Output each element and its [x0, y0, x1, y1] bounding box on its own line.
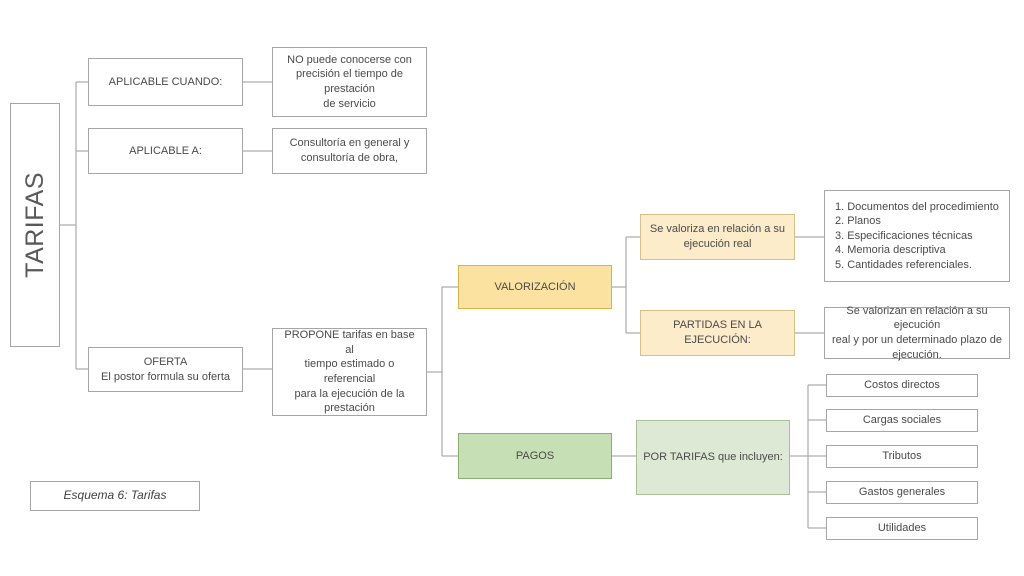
node-aplicable-a-detail[interactable]: Consultoría en general y consultoría de … [272, 128, 427, 174]
node-costos-directos[interactable]: Costos directos [826, 374, 978, 397]
node-cargas-sociales[interactable]: Cargas sociales [826, 409, 978, 432]
diagram-caption-text: Esquema 6: Tarifas [63, 488, 167, 503]
node-documentos-list-text: 1. Documentos del procedimiento 2. Plano… [835, 200, 999, 271]
node-pagos[interactable]: PAGOS [458, 433, 612, 479]
root-label: TARIFAS [20, 172, 49, 278]
node-partidas-ejecucion[interactable]: PARTIDAS EN LA EJECUCIÓN: [640, 310, 795, 356]
node-pagos-label: PAGOS [515, 449, 555, 462]
node-aplicable-a[interactable]: APLICABLE A: [88, 128, 243, 174]
node-valorizacion[interactable]: VALORIZACIÓN [458, 265, 612, 309]
node-aplicable-cuando[interactable]: APLICABLE CUANDO: [88, 58, 243, 106]
node-oferta-detail[interactable]: PROPONE tarifas en base al tiempo estima… [272, 328, 427, 416]
node-aplicable-a-detail-text: Consultoría en general y consultoría de … [289, 137, 410, 164]
node-tributos-label: Tributos [882, 450, 922, 463]
node-aplicable-a-label: APLICABLE A: [129, 144, 202, 157]
node-documentos-list[interactable]: 1. Documentos del procedimiento 2. Plano… [824, 190, 1010, 282]
node-gastos-generales[interactable]: Gastos generales [826, 481, 978, 504]
root-node-tarifas[interactable]: TARIFAS [10, 103, 60, 347]
node-aplicable-cuando-detail[interactable]: NO puede conocerse con precisión el tiem… [272, 47, 427, 117]
node-aplicable-cuando-label: APLICABLE CUANDO: [108, 75, 223, 88]
node-utilidades[interactable]: Utilidades [826, 517, 978, 540]
node-valorizacion-label: VALORIZACIÓN [494, 280, 576, 293]
node-cargas-sociales-label: Cargas sociales [862, 414, 942, 427]
node-oferta-detail-text: PROPONE tarifas en base al tiempo estima… [284, 329, 415, 415]
node-partidas-ejecucion-detail-text: Se valorizan en relación a su ejecución … [832, 304, 1002, 361]
node-gastos-generales-label: Gastos generales [858, 486, 946, 499]
node-tributos[interactable]: Tributos [826, 445, 978, 468]
node-aplicable-cuando-detail-text: NO puede conocerse con precisión el tiem… [287, 53, 412, 110]
node-oferta[interactable]: OFERTA El postor formula su oferta [88, 347, 243, 392]
node-por-tarifas[interactable]: POR TARIFAS que incluyen: [636, 420, 790, 495]
node-costos-directos-label: Costos directos [864, 379, 940, 392]
diagram-caption: Esquema 6: Tarifas [30, 481, 200, 511]
node-partidas-ejecucion-label: PARTIDAS EN LA EJECUCIÓN: [673, 319, 762, 346]
node-utilidades-label: Utilidades [877, 522, 927, 535]
node-se-valoriza-label: Se valoriza en relación a su ejecución r… [649, 223, 786, 250]
node-se-valoriza[interactable]: Se valoriza en relación a su ejecución r… [640, 214, 795, 260]
node-oferta-label: OFERTA El postor formula su oferta [100, 355, 230, 383]
node-partidas-ejecucion-detail[interactable]: Se valorizan en relación a su ejecución … [824, 304, 1010, 361]
node-por-tarifas-label: POR TARIFAS que incluyen: [643, 451, 783, 464]
